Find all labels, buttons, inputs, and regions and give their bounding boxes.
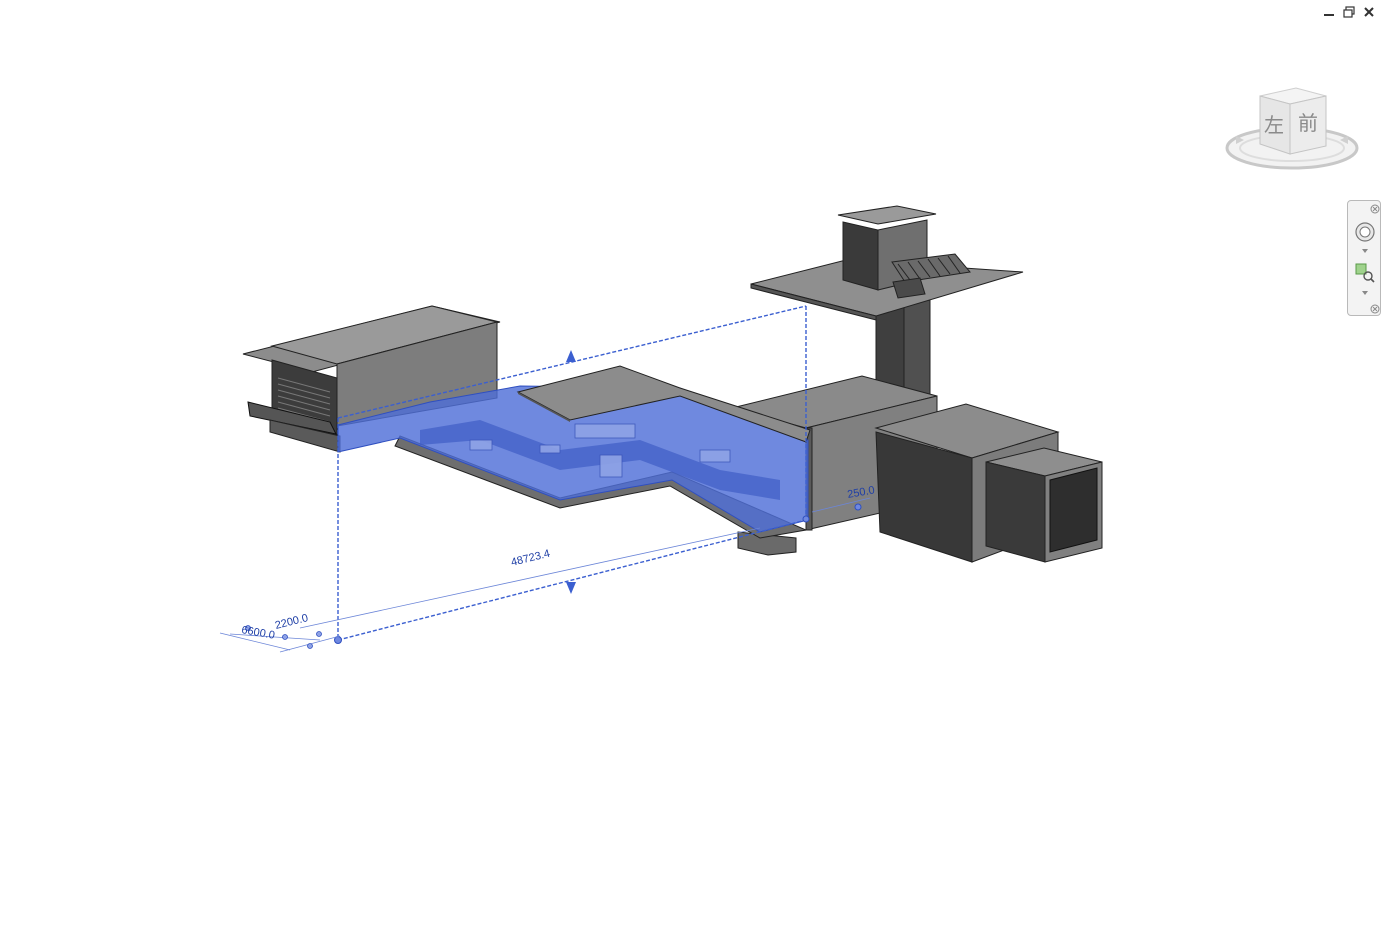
- navbar-options-icon[interactable]: [1370, 304, 1380, 314]
- navigation-bar: [1347, 200, 1381, 316]
- chevron-down-icon[interactable]: [1360, 289, 1370, 297]
- window-controls: [1322, 5, 1376, 19]
- navbar-close-icon[interactable]: [1370, 204, 1380, 214]
- dimension-grips[interactable]: [245, 625, 322, 649]
- minimize-icon: [1324, 14, 1334, 16]
- viewcube[interactable]: 左 前: [1222, 84, 1362, 174]
- restore-icon: [1343, 6, 1355, 18]
- dimension-offset-a-label[interactable]: 6600.0: [240, 624, 275, 642]
- minimize-button[interactable]: [1322, 5, 1336, 19]
- zoom-region-icon[interactable]: [1353, 261, 1377, 285]
- compass-arrow-icon[interactable]: [1236, 136, 1244, 144]
- close-button[interactable]: [1362, 5, 1376, 19]
- dimension-height-label[interactable]: 250.0: [846, 484, 875, 501]
- dimension-lines[interactable]: [219, 497, 871, 653]
- dimension-offset-b-label[interactable]: 2200.0: [274, 612, 310, 632]
- dimension-length-label[interactable]: 48723.4: [510, 548, 551, 569]
- close-icon: [1364, 7, 1374, 17]
- viewcube-front-label: 前: [1298, 111, 1318, 135]
- viewcube-front-face[interactable]: [1289, 95, 1327, 155]
- chevron-down-icon[interactable]: [1360, 247, 1370, 255]
- right-tower: [750, 205, 1024, 401]
- viewcube-left-label: 左: [1264, 113, 1284, 137]
- compass-arrow-icon[interactable]: [1340, 136, 1348, 144]
- selected-section-box[interactable]: [334, 305, 862, 644]
- tunnel-boxes: [874, 403, 1103, 563]
- restore-button[interactable]: [1342, 5, 1356, 19]
- steering-wheel-icon[interactable]: [1353, 220, 1377, 244]
